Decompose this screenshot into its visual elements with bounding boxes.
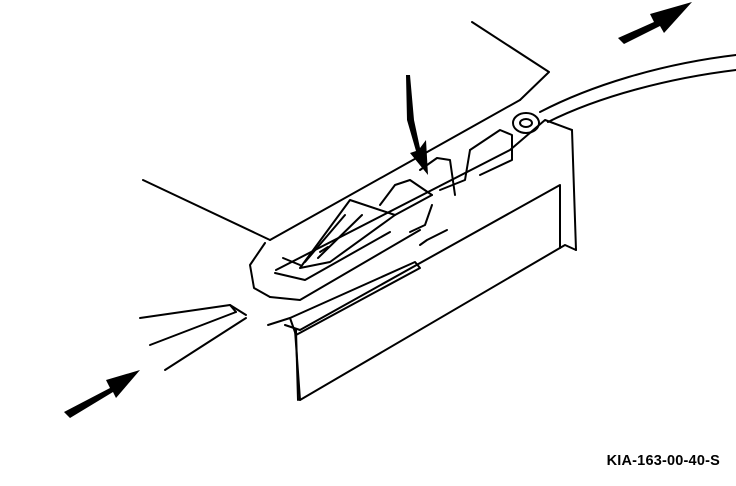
insert-direction-arrow-icon: [64, 370, 140, 418]
figure-reference-code: KIA-163-00-40-S: [606, 453, 720, 469]
upper-housing: [142, 21, 550, 241]
housing-slot: [249, 204, 433, 301]
press-tab-arrow-icon: [406, 75, 428, 175]
lower-housing: [267, 119, 577, 401]
locking-tab: [139, 304, 247, 371]
terminal-contact: [299, 112, 540, 269]
wire-cable: [539, 54, 736, 123]
pull-direction-arrow-icon: [618, 2, 692, 44]
